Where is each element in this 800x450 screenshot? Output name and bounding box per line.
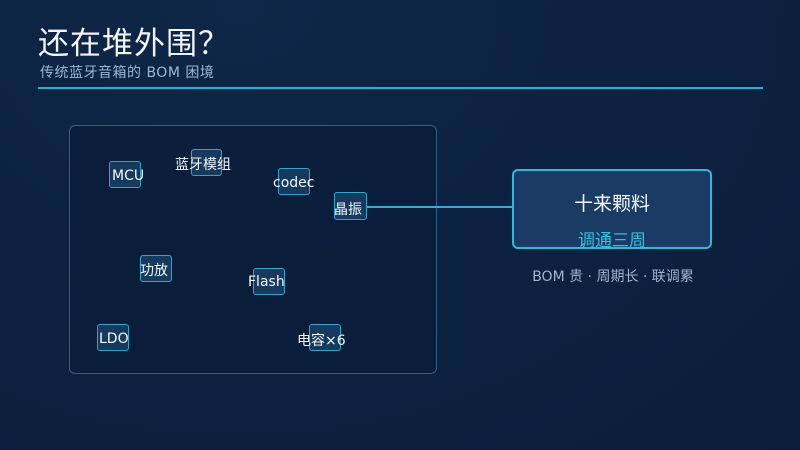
page-subtitle: 传统蓝牙音箱的 BOM 困境 bbox=[40, 65, 215, 81]
capacitor-label: 电容×6 bbox=[297, 333, 346, 349]
page-title: 还在堆外围？ bbox=[38, 26, 230, 62]
ldo-chip bbox=[97, 324, 129, 351]
bt-module-label: 蓝牙模组 bbox=[175, 157, 231, 173]
summary-caption: BOM 贵 · 周期长 · 联调累 bbox=[532, 269, 694, 285]
codec-chip bbox=[278, 168, 310, 195]
mcu-chip bbox=[109, 161, 141, 188]
crystal-label: 晶振 bbox=[334, 202, 362, 218]
ldo-label: LDO bbox=[99, 331, 129, 347]
summary-main-text: 十来颗料 bbox=[573, 193, 650, 215]
amp-chip bbox=[140, 255, 172, 282]
flash-chip bbox=[253, 268, 285, 295]
title-divider bbox=[38, 87, 763, 89]
amp-label: 功放 bbox=[140, 263, 168, 279]
capacitor-chip bbox=[309, 324, 341, 351]
summary-box: 十来颗料 调通三周 bbox=[512, 169, 712, 251]
connector-line bbox=[366, 206, 513, 208]
mcu-label: MCU bbox=[112, 168, 145, 184]
crystal-chip bbox=[334, 192, 367, 220]
bt-module-chip bbox=[191, 149, 222, 176]
flash-label: Flash bbox=[248, 274, 285, 290]
summary-sub-text: 调通三周 bbox=[578, 231, 646, 251]
codec-label: codec bbox=[273, 175, 315, 191]
